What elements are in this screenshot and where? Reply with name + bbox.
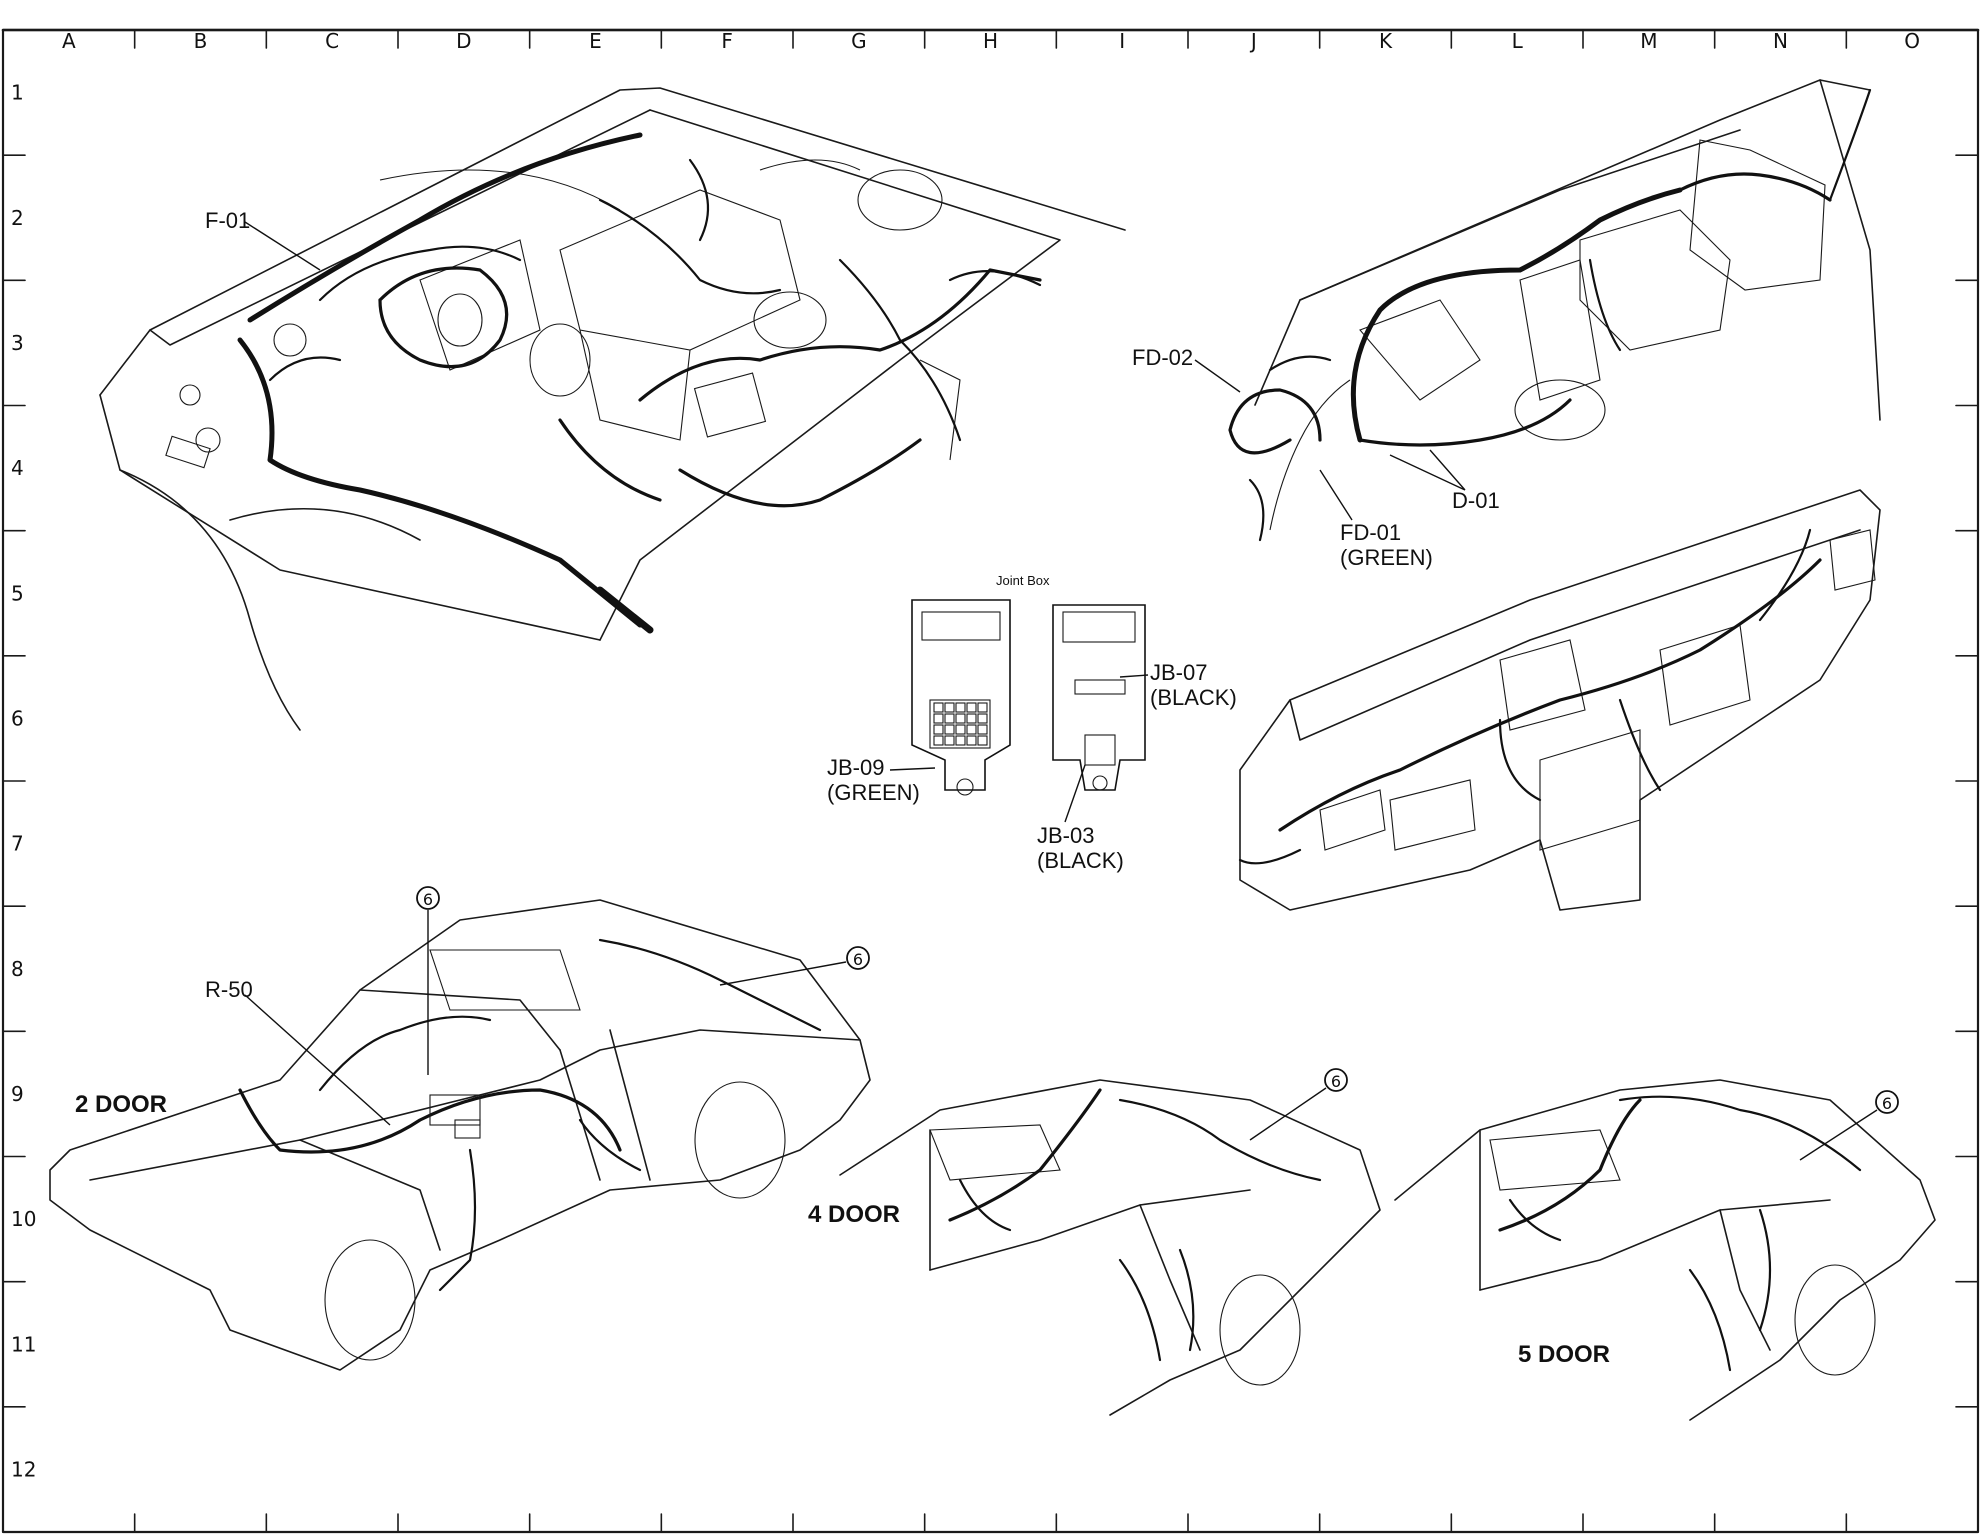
fuse-cell (977, 713, 988, 724)
grid-row-label: 6 (11, 706, 24, 730)
leader-6-d (1799, 1109, 1878, 1161)
grid-col-label: I (1119, 29, 1125, 53)
fuse-cell (944, 724, 955, 735)
grid-col-label: N (1773, 29, 1788, 53)
leader-6-b (719, 961, 847, 986)
label-joint-box: Joint Box (996, 573, 1050, 588)
svg-text:6: 6 (853, 950, 863, 969)
leader-fd02 (1194, 359, 1241, 393)
svg-text:6: 6 (1882, 1094, 1892, 1113)
leader-fd01 (1319, 469, 1353, 521)
fuse-cell (933, 702, 944, 713)
two-door-body-illustration (49, 899, 871, 1371)
grid-col-label: J (1249, 29, 1257, 53)
fuse-cell (933, 735, 944, 746)
label-f01: F-01 (205, 208, 250, 233)
label-jb03: JB-03 (1037, 823, 1094, 848)
leader-d01 (1389, 449, 1466, 491)
grid-col-label: F (721, 29, 733, 53)
joint-box-illustration (911, 599, 1146, 796)
label-fd01: FD-01 (1340, 520, 1401, 545)
svg-text:6: 6 (423, 890, 433, 909)
label-r50: R-50 (205, 977, 253, 1002)
label-jb07-color: (BLACK) (1150, 685, 1237, 710)
label-5-door: 5 DOOR (1518, 1341, 1610, 1368)
fuse-cell (933, 724, 944, 735)
leader-jb03 (1064, 764, 1086, 823)
fuse-cell (955, 702, 966, 713)
grid-row-label: 9 (11, 1082, 24, 1106)
instrument-panel-lower-illustration (1238, 489, 1881, 911)
four-door-body-illustration (839, 1079, 1381, 1416)
grid-row-label: 2 (11, 206, 24, 230)
fuse-cell (955, 713, 966, 724)
grid-col-label: L (1512, 29, 1524, 53)
fuse-cell (977, 702, 988, 713)
grid-row-label: 12 (11, 1457, 36, 1481)
grid-col-label: M (1640, 29, 1657, 53)
marker-6-b: 6 (846, 946, 870, 970)
grid-row-label: 4 (11, 456, 24, 480)
fuse-cell (966, 713, 977, 724)
leader-jb09 (889, 767, 936, 771)
grid-row-label: 3 (11, 331, 24, 355)
leader-r50 (244, 994, 391, 1126)
grid-row-label: 5 (11, 581, 24, 605)
fuse-cell (955, 735, 966, 746)
fuse-cell (944, 702, 955, 713)
fuse-cell (977, 735, 988, 746)
grid-col-label: K (1379, 29, 1393, 53)
fuse-cell (966, 735, 977, 746)
grid-col-label: B (194, 29, 208, 53)
fuse-cell (977, 724, 988, 735)
fuse-cell (966, 702, 977, 713)
grid-col-label: H (983, 29, 998, 53)
marker-6-c: 6 (1324, 1068, 1348, 1092)
grid-col-label: C (325, 29, 339, 53)
label-d01: D-01 (1452, 488, 1500, 513)
instrument-panel-upper-illustration (1228, 79, 1881, 542)
marker-6-d: 6 (1875, 1090, 1899, 1114)
grid-row-label: 10 (11, 1207, 36, 1231)
fuse-cell (944, 735, 955, 746)
grid-col-label: A (62, 29, 76, 53)
grid-row-label: 11 (11, 1332, 36, 1356)
grid-col-label: D (456, 29, 471, 53)
grid-row-label: 1 (11, 81, 24, 105)
label-jb03-color: (BLACK) (1037, 848, 1124, 873)
grid-row-label: 7 (11, 832, 24, 856)
label-jb07: JB-07 (1150, 660, 1207, 685)
fuse-cell (944, 713, 955, 724)
grid-col-label: G (851, 29, 867, 53)
fuse-cell (955, 724, 966, 735)
grid-col-label: E (589, 29, 602, 53)
grid-col-label: O (1904, 29, 1920, 53)
leader-6-c (1249, 1087, 1327, 1141)
fuse-cell (966, 724, 977, 735)
label-jb09: JB-09 (827, 755, 884, 780)
five-door-body-illustration (1394, 1079, 1936, 1421)
label-fd01-color: (GREEN) (1340, 545, 1433, 570)
label-2-door: 2 DOOR (75, 1091, 167, 1118)
leader-f01 (244, 221, 321, 271)
label-jb09-color: (GREEN) (827, 780, 920, 805)
engine-compartment-illustration (99, 87, 1126, 731)
svg-text:6: 6 (1331, 1072, 1341, 1091)
fuse-cell (933, 713, 944, 724)
label-4-door: 4 DOOR (808, 1201, 900, 1228)
grid-row-label: 8 (11, 957, 24, 981)
label-fd02: FD-02 (1132, 345, 1193, 370)
marker-6-a: 6 (416, 886, 440, 910)
leader-jb07 (1119, 674, 1149, 678)
